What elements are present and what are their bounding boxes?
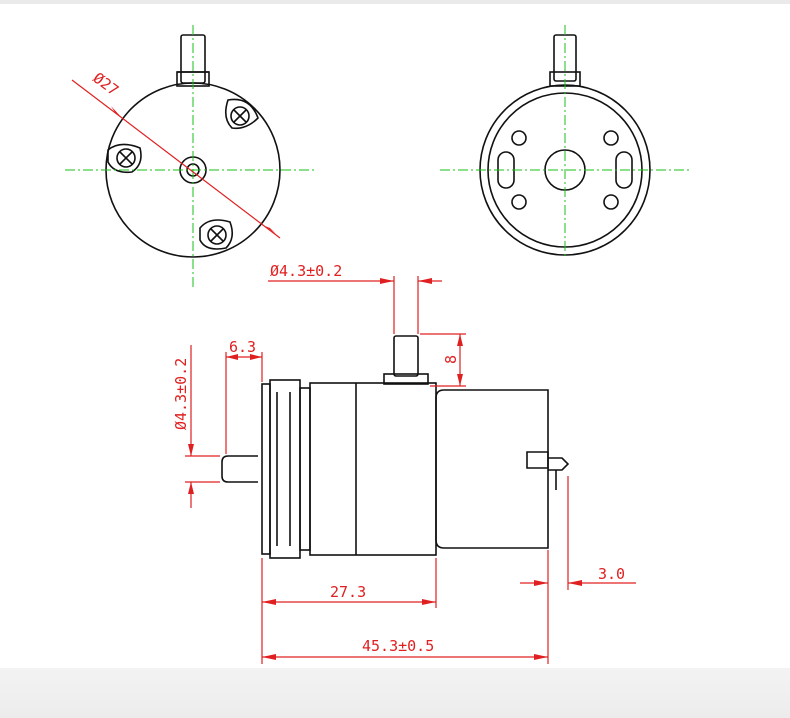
side-flange-3 xyxy=(299,387,311,551)
rear-hole-2 xyxy=(603,130,619,146)
side-flange-1 xyxy=(261,383,271,555)
screw-bottom xyxy=(199,219,234,250)
front-diameter-label: Ø27 xyxy=(90,69,122,100)
rear-centerlines xyxy=(440,25,690,258)
shaft-left-diameter-label: Ø4.3±0.2 xyxy=(172,358,190,430)
side-view xyxy=(221,335,570,559)
top-border xyxy=(0,0,790,4)
shaft-top-length-label: 8 xyxy=(442,355,460,364)
dimension-arrows xyxy=(188,278,582,660)
bottom-border xyxy=(0,668,790,718)
side-motor-can xyxy=(435,389,549,549)
screw-left xyxy=(107,143,142,174)
side-gearbox xyxy=(309,382,437,556)
side-terminal xyxy=(526,451,549,469)
tab-offset-label: 3.0 xyxy=(598,565,625,583)
side-top-shaft xyxy=(393,335,419,377)
front-diameter-dim: Ø27 xyxy=(71,69,281,239)
front-centerlines xyxy=(65,25,315,290)
side-top-collar xyxy=(383,373,429,385)
gearbox-length-label: 27.3 xyxy=(330,583,366,601)
overall-length-label: 45.3±0.5 xyxy=(362,637,434,655)
screw-top-right xyxy=(224,98,259,130)
shaft-left-length-label: 6.3 xyxy=(229,338,256,356)
side-flange-2 xyxy=(269,379,301,559)
rear-hole-4 xyxy=(603,194,619,210)
shaft-top-diameter-label: Ø4.3±0.2 xyxy=(270,262,342,280)
side-left-shaft xyxy=(221,455,258,483)
side-dimensions xyxy=(185,276,636,664)
side-terminal-tab xyxy=(548,457,570,471)
rear-hole-1 xyxy=(511,130,527,146)
rear-hole-3 xyxy=(511,194,527,210)
